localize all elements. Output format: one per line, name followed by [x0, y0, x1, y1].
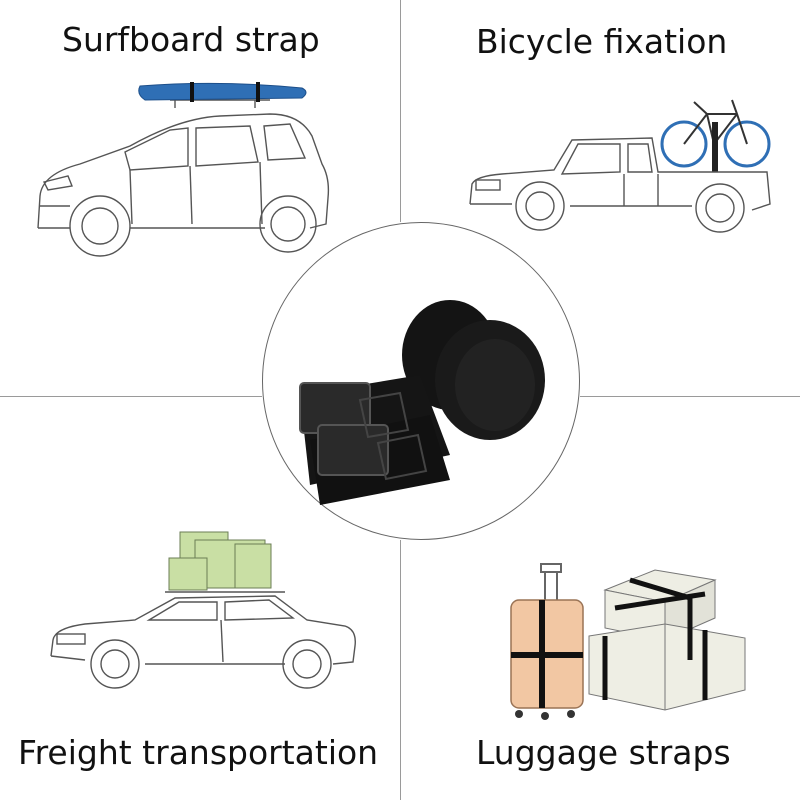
luggage-with-straps-illustration	[510, 563, 746, 720]
divider-bottom	[400, 540, 401, 800]
title-surfboard-strap: Surfboard strap	[62, 20, 320, 59]
title-luggage-straps: Luggage straps	[476, 733, 731, 772]
suv-with-surfboard-illustration	[37, 82, 330, 257]
pickup-with-bicycle-illustration	[469, 99, 771, 233]
sedan-with-cargo-illustration	[50, 531, 356, 689]
title-bicycle-fixation: Bicycle fixation	[476, 22, 728, 61]
divider-top	[400, 0, 401, 222]
divider-left	[0, 396, 262, 397]
divider-right	[580, 396, 800, 397]
black-lashing-straps-image	[299, 300, 545, 505]
title-freight-transportation: Freight transportation	[18, 733, 379, 772]
